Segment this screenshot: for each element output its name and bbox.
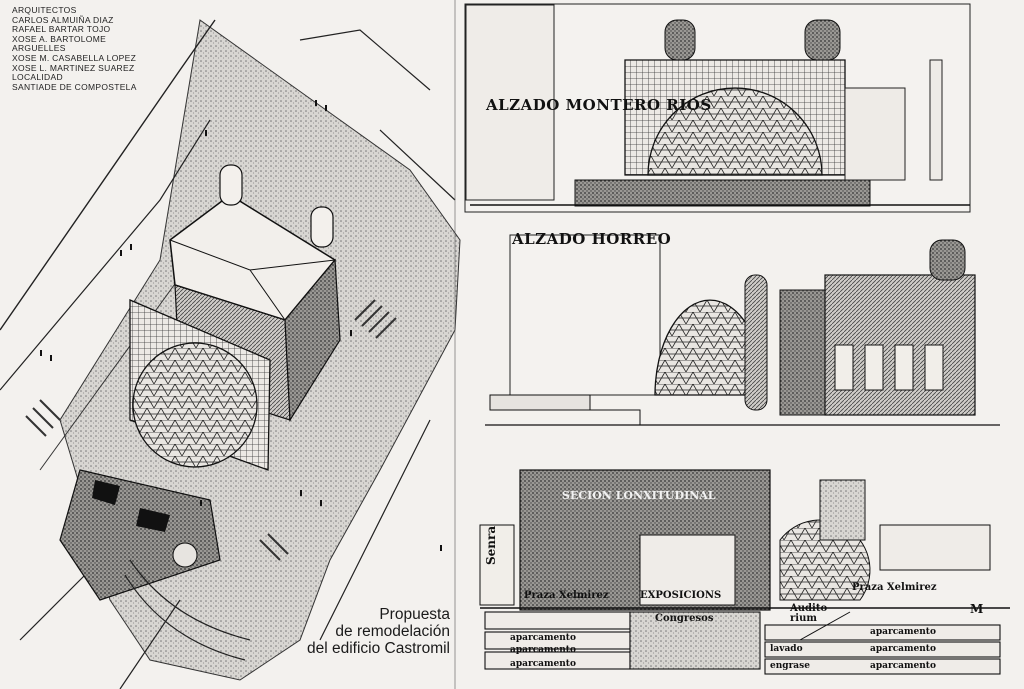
plan-m-label: M — [970, 602, 984, 616]
section-title: SECION LONXITUDINAL — [562, 489, 716, 502]
credit-line: ARQUITECTOS — [12, 5, 77, 15]
longitudinal-section — [479, 469, 1010, 675]
aparcamento-label: aparcamento — [510, 645, 576, 655]
lavado-label: lavado — [770, 644, 803, 654]
aparcamento-label: aparcamento — [510, 659, 576, 669]
credit-line: ARGUELLES — [12, 43, 66, 54]
caption-line: del edificio Castromil — [307, 640, 450, 657]
horreo-label: ALZADO HORREO — [512, 230, 672, 248]
credit-line: SANTIADE DE COMPOSTELA — [12, 81, 137, 92]
credit-line: LOCALIDAD — [12, 72, 63, 83]
credit-line: CARLOS ALMUIÑA DIAZ — [12, 14, 114, 25]
axonometric-dome — [132, 342, 258, 468]
axonometric-view — [0, 19, 461, 689]
aparcamento-label: aparcamento — [870, 644, 936, 654]
credit-line: XOSE L. MARTINEZ SUAREZ — [12, 62, 135, 73]
auditorium-label: Audito rium — [790, 603, 828, 624]
praza-xelmirez-right: Praza Xelmirez — [852, 582, 937, 593]
aparcamento-label: aparcamento — [870, 661, 936, 671]
praza-xelmirez-left: Praza Xelmirez — [524, 590, 609, 601]
elevation-montero-rios — [464, 3, 971, 213]
aparcamento-label: aparcamento — [510, 633, 576, 643]
credit-line: XOSE A. BARTOLOME — [12, 33, 107, 44]
credit-line: RAFAEL BARTAR TOJO — [12, 24, 111, 35]
aparcamento-label: aparcamento — [870, 627, 936, 637]
caption-line: Propuesta — [379, 606, 450, 623]
montero-dome — [647, 87, 823, 176]
montero-rios-label: ALZADO MONTERO RIOS — [486, 96, 712, 114]
figure-caption: Propuesta de remodelación del edificio C… — [300, 606, 450, 657]
caption-line: de remodelación — [335, 623, 450, 640]
engrase-label: engrase — [770, 661, 810, 671]
congresos-label: Congresos — [655, 613, 714, 624]
senra-label: Senra — [484, 525, 498, 565]
architect-credits: ARQUITECTOS CARLOS ALMUIÑA DIAZ RAFAEL B… — [12, 5, 137, 92]
exposicions-label: EXPOSICIONS — [640, 590, 722, 601]
credit-line: XOSE M. CASABELLA LOPEZ — [12, 52, 137, 63]
elevation-horreo — [485, 234, 1000, 426]
